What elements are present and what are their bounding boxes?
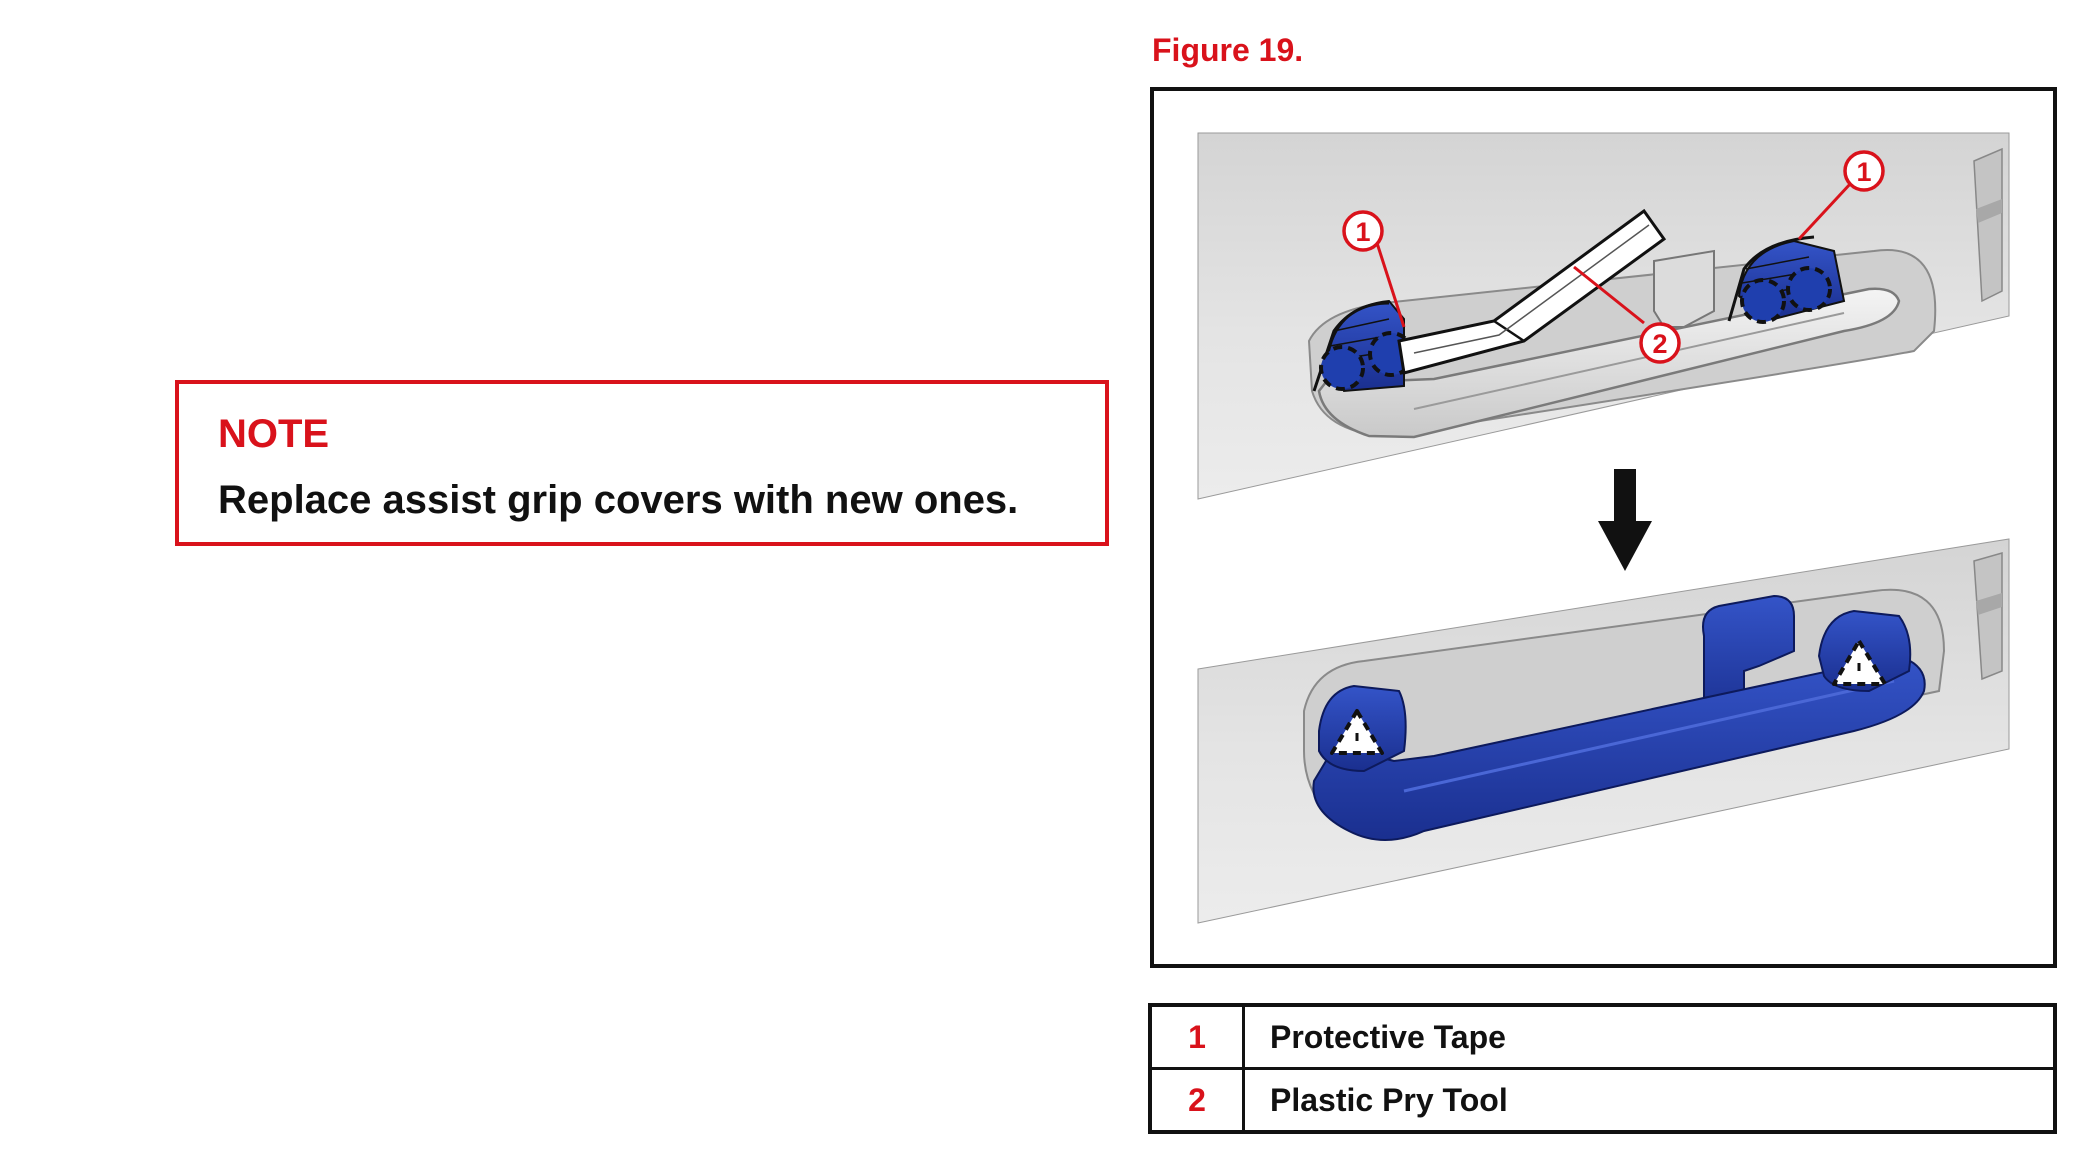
- legend-row: 2 Plastic Pry Tool: [1148, 1067, 2057, 1134]
- legend-description: Protective Tape: [1242, 1003, 2057, 1070]
- legend-row: 1 Protective Tape: [1148, 1003, 2057, 1070]
- note-title: NOTE: [218, 412, 330, 456]
- assist-grip-blue: [1312, 594, 1926, 841]
- figure-label: Figure 19.: [1152, 32, 1304, 68]
- legend-number: 2: [1148, 1067, 1245, 1134]
- right-clip-cover: [1727, 235, 1846, 324]
- svg-text:2: 2: [1652, 329, 1667, 359]
- callout-2: 2: [1639, 322, 1681, 364]
- plastic-pry-tool: [1397, 208, 1667, 375]
- legend-description: Plastic Pry Tool: [1242, 1067, 2057, 1134]
- svg-text:1: 1: [1856, 157, 1871, 187]
- note-box: NOTE Replace assist grip covers with new…: [175, 380, 1109, 546]
- callout-1-left: 1: [1342, 210, 1384, 252]
- illustration-svg: 1 1 2: [1197, 132, 2010, 924]
- legend-number: 1: [1148, 1003, 1245, 1070]
- down-arrow-icon: [1598, 469, 1652, 571]
- svg-text:1: 1: [1355, 217, 1370, 247]
- figure-illustration: 1 1 2: [1150, 87, 2057, 968]
- top-panel-view: 1 1 2: [1197, 132, 2010, 500]
- note-text: Replace assist grip covers with new ones…: [218, 478, 1019, 522]
- bottom-panel-view: [1197, 538, 2010, 924]
- legend-table: 1 Protective Tape 2 Plastic Pry Tool: [1148, 1003, 2057, 1134]
- callout-1-right: 1: [1843, 150, 1885, 192]
